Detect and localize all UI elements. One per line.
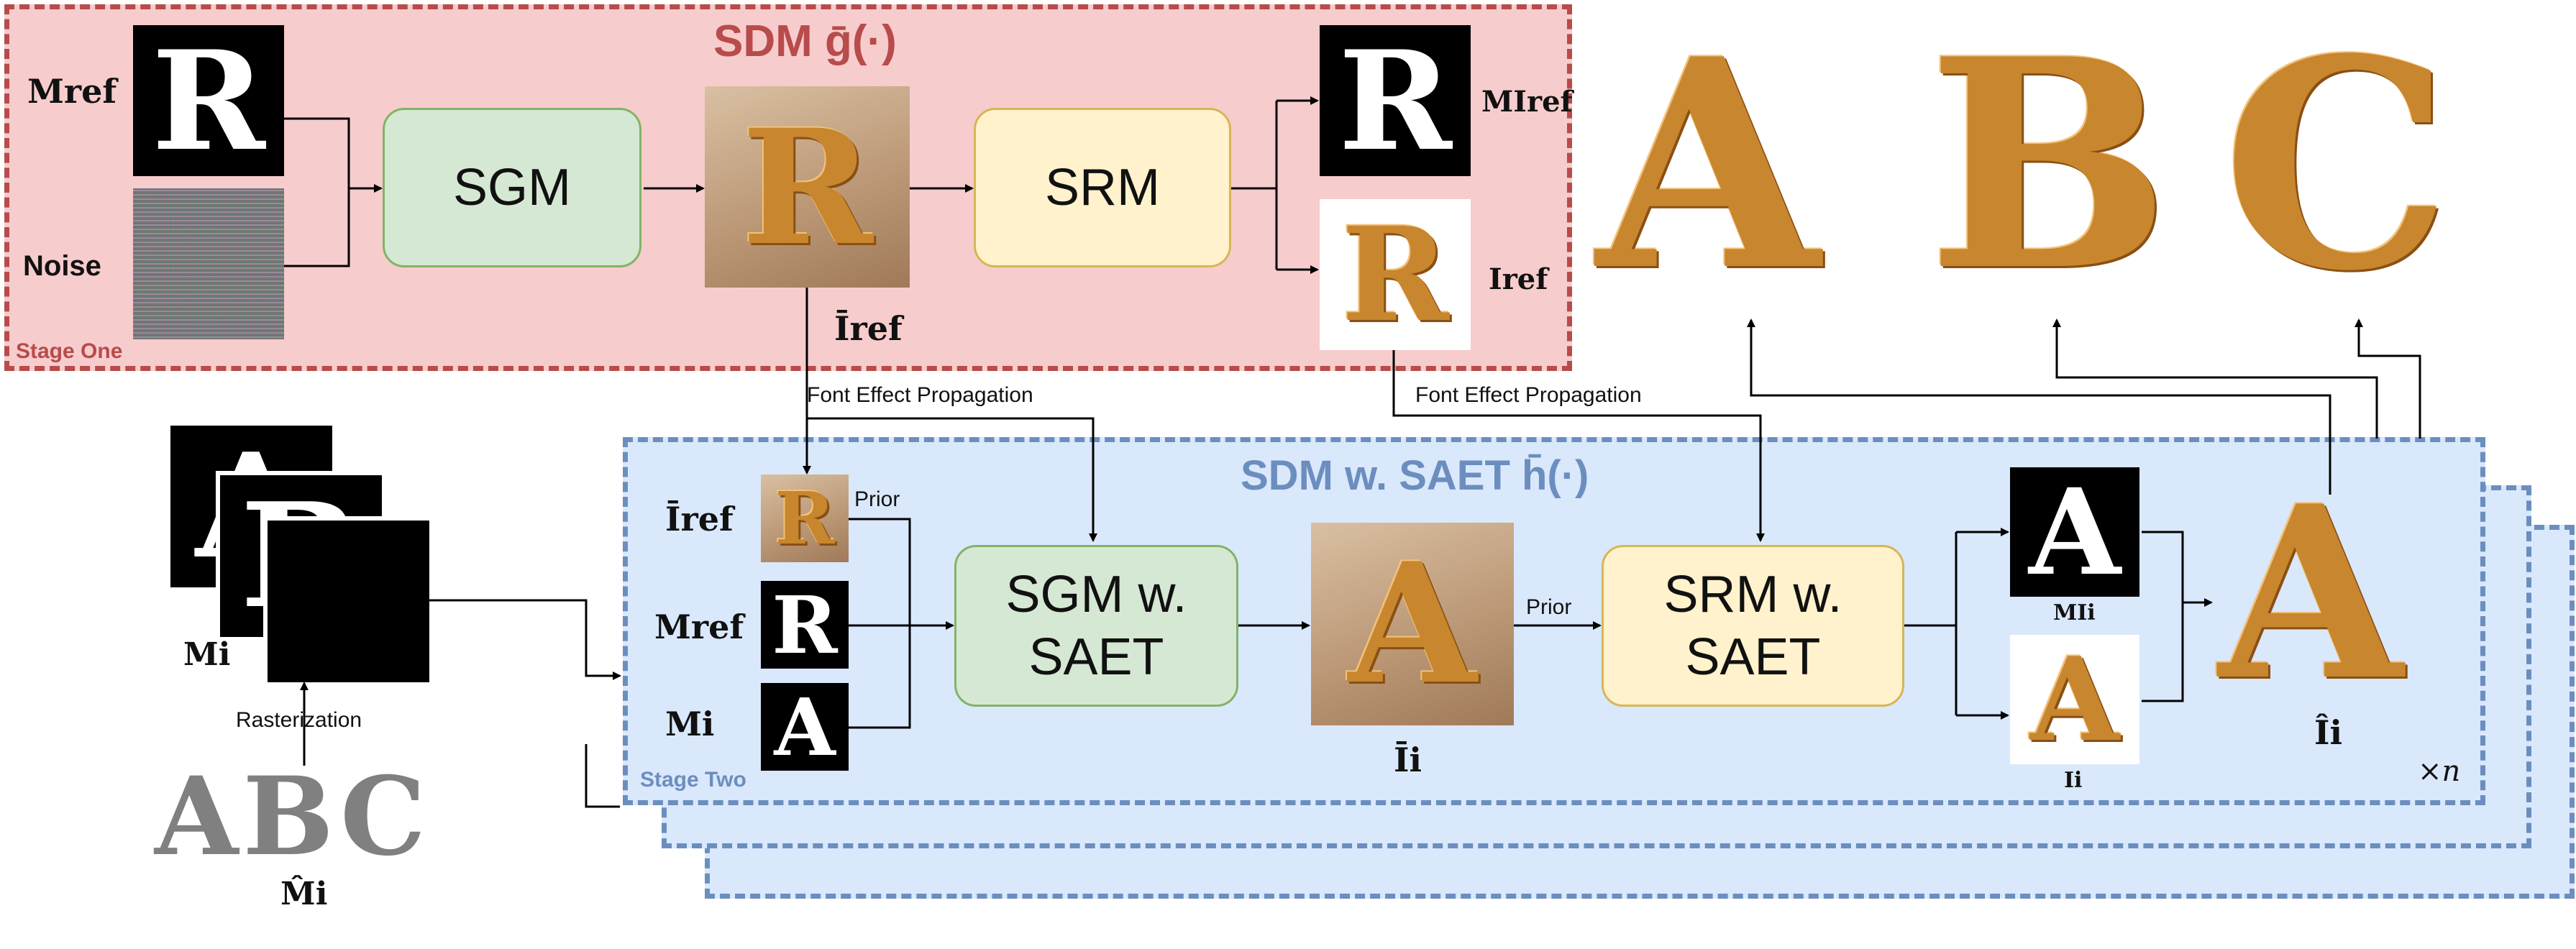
times-n-label: ×n <box>2418 755 2461 788</box>
stage-one-title: SDM ḡ(·) <box>713 17 897 66</box>
croissant-letter-a: A <box>1348 527 1477 721</box>
stage-two-m-ref-label: Mref <box>654 608 744 646</box>
prior-letter-r: R <box>775 476 835 561</box>
output-letter-a: A <box>1597 0 1820 334</box>
croissant-letter-r-out: R <box>1341 198 1449 351</box>
mask-letter-r-out: R <box>1338 20 1452 181</box>
font-effect-propagation-right: Font Effect Propagation <box>1415 383 1642 407</box>
i-ref-bar-label: Īref <box>834 309 903 348</box>
prior-right-label: Prior <box>1526 595 1572 619</box>
sgm-saet-line1: SGM w. <box>1005 566 1187 624</box>
srm-saet-line2: SAET <box>1685 628 1821 686</box>
m-i-stack-label: Mi <box>183 636 231 673</box>
srm-saet-line1: SRM w. <box>1663 566 1842 624</box>
stage-two-i-ref-bar-label: Īref <box>665 500 734 538</box>
m-i-ref-mask-tile: R <box>1320 21 1471 181</box>
output-letter-c: C <box>2222 0 2452 334</box>
m-ii-mask-letter-a: A <box>2028 462 2121 602</box>
m-ii-mask-tile: A <box>2010 462 2139 602</box>
sgm-saet-line2: SAET <box>1028 628 1164 686</box>
m-i-ref-label: MIref <box>1481 85 1573 119</box>
abc-glyphs: ABC <box>155 753 431 880</box>
font-effect-propagation-left: Font Effect Propagation <box>807 383 1033 407</box>
sgm-saet-box: SGM w. SAET <box>954 545 1238 707</box>
stage-two-mask-letter-r: R <box>772 578 838 671</box>
m-ii-label: MIi <box>2053 600 2096 625</box>
sgm-box: SGM <box>383 108 641 267</box>
prior-r-tile: R <box>761 475 849 562</box>
i-i-letter-a: A <box>2029 632 2120 767</box>
m-hat-label: M̂i <box>280 876 328 912</box>
i-i-tile: A <box>2010 632 2139 767</box>
stage-two-m-i-tile: A <box>761 680 849 774</box>
stage-two-m-ref-tile: R <box>761 578 849 671</box>
i-i-label: Ii <box>2064 768 2083 793</box>
stage-two-title: SDM w. SAET h̄(·) <box>1241 452 1589 499</box>
m-i-stack-tile-3 <box>263 516 429 682</box>
stage-two-generated-image: A <box>1311 523 1514 725</box>
m-ref-label: Mref <box>27 72 117 111</box>
i-hat-label: Îi <box>2314 713 2342 752</box>
stage-two-box <box>623 437 2485 805</box>
croissant-letter-r: R <box>741 93 873 280</box>
i-ref-label: Iref <box>1489 262 1548 296</box>
m-ref-mask-tile: R <box>133 21 284 181</box>
mask-letter-r: R <box>152 20 265 181</box>
srm-saet-box: SRM w. SAET <box>1602 545 1904 707</box>
prior-left-label: Prior <box>854 487 900 511</box>
i-hat-letter-a: A <box>2219 454 2403 733</box>
stage-one-label: Stage One <box>16 339 123 363</box>
output-letter-b: B <box>1927 0 2171 334</box>
stage-one-generated-image: R <box>705 86 910 288</box>
i-ref-tile: R <box>1320 198 1471 351</box>
stage-two-m-i-label: Mi <box>665 705 715 743</box>
srm-box: SRM <box>974 108 1231 267</box>
noise-tile <box>133 188 284 339</box>
rasterization-label: Rasterization <box>236 708 362 732</box>
i-bar-i-label: Īi <box>1394 741 1422 779</box>
noise-label: Noise <box>23 250 101 282</box>
stage-two-mask-letter-a: A <box>774 680 836 774</box>
stage-two-label: Stage Two <box>640 768 746 792</box>
